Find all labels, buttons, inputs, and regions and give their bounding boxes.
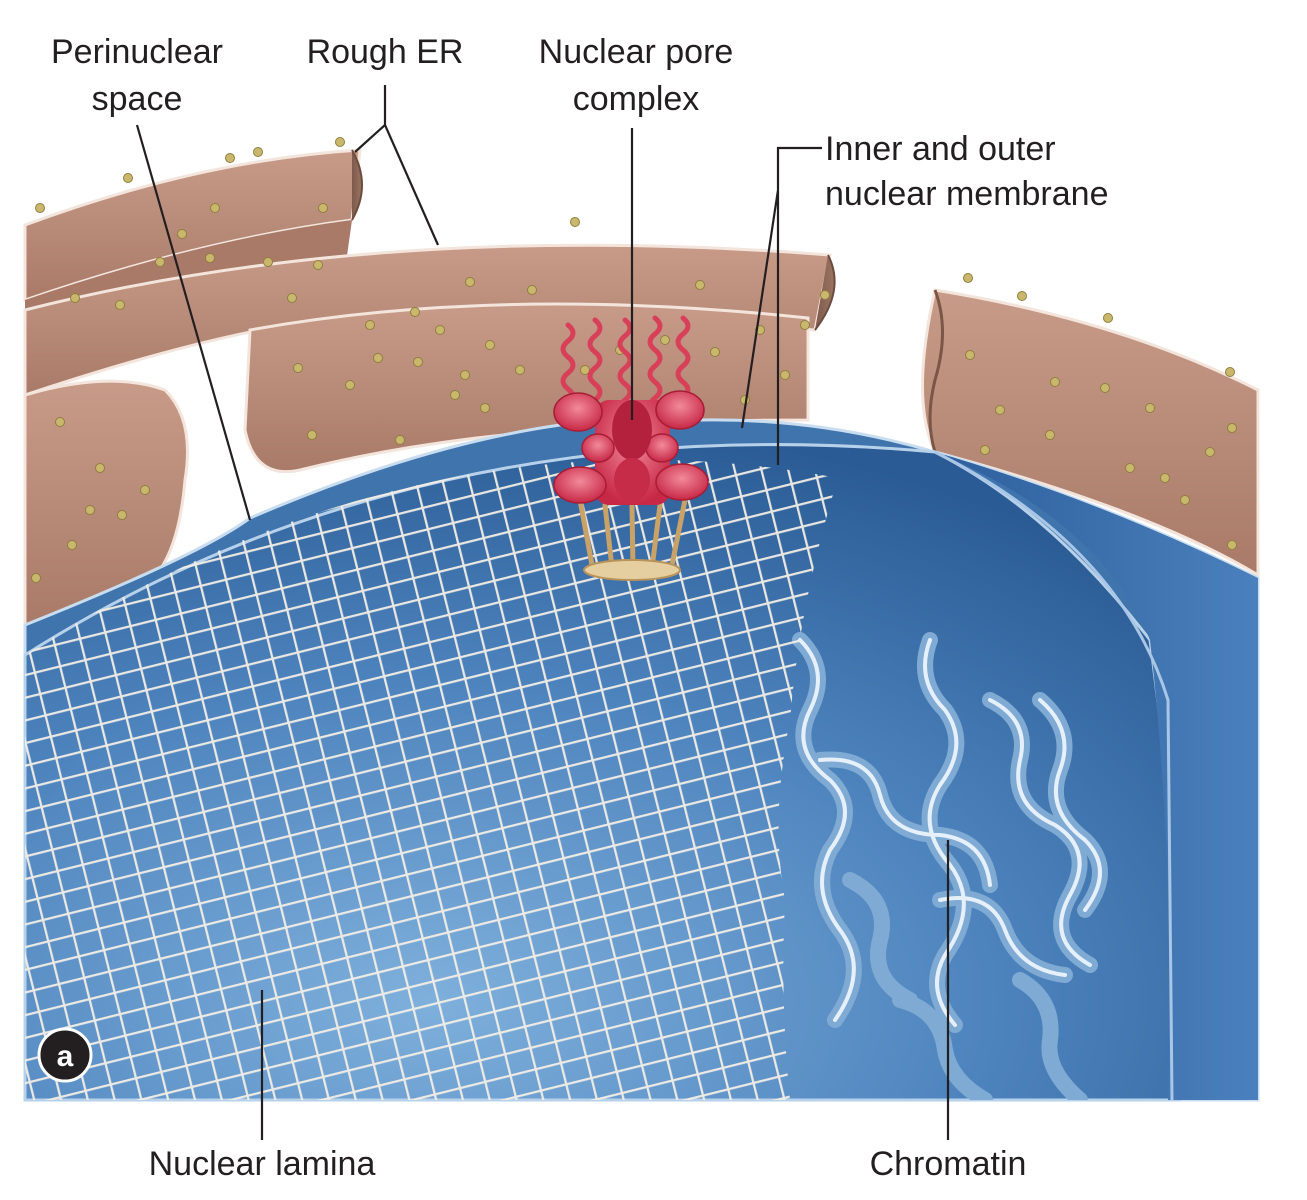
- label-membrane-1: Inner and outer: [825, 130, 1056, 168]
- panel-letter: a: [57, 1040, 74, 1073]
- rough-er: [23, 137, 1260, 628]
- label-lamina: Nuclear lamina: [149, 1145, 376, 1183]
- nucleus: [23, 418, 1260, 1102]
- labels: Perinuclear space Rough ER Nuclear pore …: [51, 33, 1108, 1183]
- leader-perinuclear: [135, 124, 252, 521]
- er-sheet-right: [921, 288, 1260, 578]
- label-chromatin: Chromatin: [870, 1145, 1027, 1183]
- label-membrane-2: nuclear membrane: [825, 175, 1108, 213]
- label-pore-1: Nuclear pore: [539, 33, 734, 71]
- leader-lines: [135, 85, 950, 1140]
- leader-rough-er: [354, 85, 440, 246]
- label-rough-er: Rough ER: [307, 33, 464, 71]
- leader-membrane: [740, 146, 822, 465]
- label-perinuclear-1: Perinuclear: [51, 33, 223, 71]
- panel-badge: a: [37, 1027, 93, 1083]
- pore-subunit: [553, 392, 603, 432]
- label-perinuclear-2: space: [92, 80, 183, 118]
- nucleus-cut-wall: [935, 452, 1258, 1100]
- label-pore-2: complex: [573, 80, 700, 118]
- nuclear-pore-complex: [553, 315, 709, 581]
